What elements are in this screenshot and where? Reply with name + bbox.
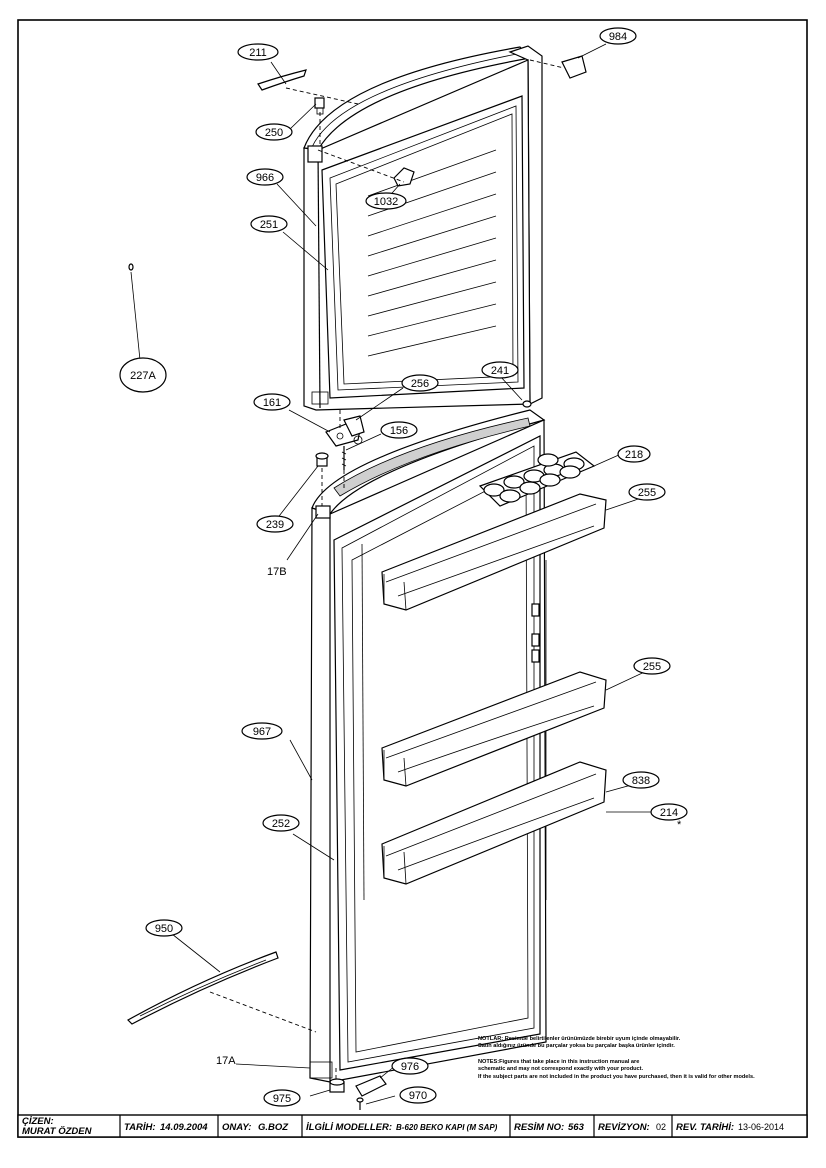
callout-239: 239 <box>266 519 284 531</box>
callout-838: 838 <box>632 775 650 787</box>
callout-970: 970 <box>409 1090 427 1102</box>
tb-cizen-value: MURAT ÖZDEN <box>22 1126 93 1137</box>
callout-967: 967 <box>253 726 271 738</box>
part-211-handle-strip <box>257 69 307 91</box>
callout-156: 156 <box>390 425 408 437</box>
tb-modeller-label: İLGİLİ MODELLER: <box>306 1122 392 1133</box>
part-218-egg-tray <box>478 451 596 507</box>
notes-block: NOTLAR: Resimde belirtilenler ürünümüzde… <box>478 1036 755 1080</box>
tb-modeller-value: B-620 BEKO KAPI (M SAP) <box>396 1123 498 1132</box>
callout-252: 252 <box>272 818 290 830</box>
part-255-upper-shelf <box>381 493 607 611</box>
bottom-hinge-parts <box>329 1075 387 1110</box>
note-en-line-3: If the subject parts are not included in… <box>478 1074 755 1080</box>
callout-966: 966 <box>256 172 274 184</box>
tb-revtarih-label: REV. TARİHİ: <box>676 1122 734 1133</box>
tb-tarih-label: TARİH: <box>124 1122 155 1133</box>
tb-revizyon-value: 02 <box>656 1122 666 1132</box>
tb-revizyon-label: REVİZYON: <box>598 1122 650 1133</box>
note-tr-line-2: Satın aldığınız üründe bu parçalar yoksa… <box>478 1043 675 1049</box>
callout-975: 975 <box>273 1093 291 1105</box>
part-255-middle-shelf <box>381 671 607 787</box>
part-227a-pin <box>128 263 134 271</box>
callout-255-middle: 255 <box>643 661 661 673</box>
tb-onay-label: ONAY: <box>222 1122 251 1133</box>
callout-255-upper: 255 <box>638 487 656 499</box>
tb-resim-label: RESİM NO: <box>514 1122 564 1133</box>
part-838-lower-shelf <box>381 761 607 885</box>
tb-cizen-label: ÇİZEN: <box>22 1116 54 1127</box>
tb-onay-value: G.BOZ <box>258 1122 289 1133</box>
label-17a: 17A <box>216 1055 236 1067</box>
title-block: ÇİZEN: MURAT ÖZDEN TARİH: 14.09.2004 ONA… <box>17 1114 808 1138</box>
callout-251: 251 <box>260 219 278 231</box>
middle-hinge-parts <box>315 400 532 470</box>
callout-1032: 1032 <box>374 196 398 208</box>
label-17b: 17B <box>267 566 287 578</box>
callout-214-asterisk: * <box>677 819 682 831</box>
callout-950: 950 <box>155 923 173 935</box>
part-950-strip <box>127 951 279 1025</box>
callout-256: 256 <box>411 378 429 390</box>
callout-214: 214 <box>660 807 678 819</box>
callout-218: 218 <box>625 449 643 461</box>
callout-227a: 227A <box>130 370 156 382</box>
callouts: 211 984 250 966 1032 251 227A 161 256 24… <box>119 27 688 1107</box>
tb-resim-value: 563 <box>568 1122 585 1133</box>
callout-161: 161 <box>263 397 281 409</box>
tb-tarih-value: 14.09.2004 <box>160 1122 208 1133</box>
part-984-end-cap <box>561 55 587 79</box>
callout-211: 211 <box>249 47 267 59</box>
note-tr-line-1: NOTLAR: Resimde belirtilenler ürünümüzde… <box>478 1036 681 1042</box>
callout-241: 241 <box>491 365 509 377</box>
callout-976: 976 <box>401 1061 419 1073</box>
assembly-lines <box>209 59 565 1082</box>
note-en-line-2: schematic and may not correspond exactly… <box>478 1066 643 1072</box>
callout-984: 984 <box>609 31 627 43</box>
note-en-line-1: NOTES:Figures that take place in this in… <box>478 1059 639 1065</box>
freezer-door <box>303 45 543 411</box>
leader-lines <box>130 43 656 1105</box>
tb-revtarih-value: 13-06-2014 <box>738 1122 784 1132</box>
callout-250: 250 <box>265 127 283 139</box>
